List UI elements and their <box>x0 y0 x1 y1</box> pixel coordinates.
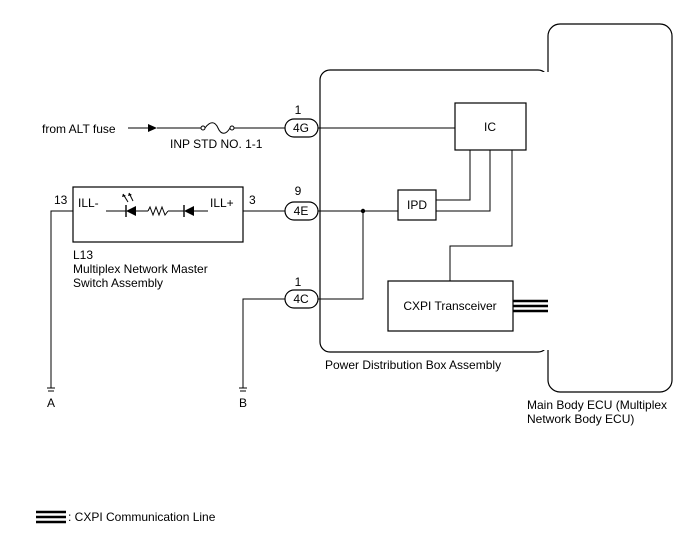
connector-4c-pin: 1 <box>295 275 302 289</box>
fuse-symbol-icon <box>200 122 235 134</box>
switch-pin-left-label: ILL- <box>78 196 99 210</box>
fuse-label: INP STD NO. 1-1 <box>170 137 263 151</box>
connector-4e-pin: 9 <box>295 184 302 198</box>
ic-ipd-wire-2 <box>436 150 491 212</box>
ic-ipd-wire-1 <box>436 150 471 201</box>
switch-pin-right-label: ILL+ <box>210 196 234 210</box>
arrow-right-icon <box>148 124 157 132</box>
switch-pin-left: 13 <box>54 193 68 207</box>
cxpi-transceiver-box <box>387 280 514 332</box>
diode-icon <box>183 205 194 217</box>
connector-4e-label: 4E <box>294 204 309 218</box>
ecu-name-line1: Main Body ECU (Multiplex <box>527 398 667 412</box>
ground-a-wire <box>50 210 73 388</box>
legend-cxpi-line-label: : CXPI Communication Line <box>68 510 216 524</box>
junction-to-4c-wire <box>318 211 364 300</box>
ipd-box <box>397 189 437 221</box>
ecu-name-line2: Network Body ECU) <box>527 412 634 426</box>
ground-a-symbol-icon <box>47 387 55 392</box>
ipd-label: IPD <box>407 198 427 212</box>
switch-pin-right: 3 <box>249 193 256 207</box>
pdb-edge-cover <box>543 72 549 350</box>
resistor-icon <box>147 205 169 217</box>
ic-box <box>454 102 527 151</box>
ic-cxpi-wire <box>449 150 513 281</box>
ground-a-label: A <box>47 396 55 410</box>
connector-4c-label: 4C <box>293 292 309 306</box>
ground-b-symbol-icon <box>239 387 247 392</box>
pdb-name: Power Distribution Box Assembly <box>325 358 501 372</box>
legend-cxpi-line-icon <box>36 510 66 524</box>
switch-assembly-box <box>72 186 244 243</box>
cxpi-transceiver-label: CXPI Transceiver <box>403 299 496 313</box>
ground-b-wire <box>242 298 285 388</box>
led-icon <box>122 192 136 217</box>
ground-b-label: B <box>239 396 247 410</box>
connector-4g-pin: 1 <box>295 103 302 117</box>
switch-name-line2: Switch Assembly <box>73 276 163 290</box>
from-alt-fuse-label: from ALT fuse <box>42 122 116 136</box>
cxpi-communication-bus <box>513 299 548 313</box>
switch-name-line1: Multiplex Network Master <box>73 262 208 276</box>
switch-code: L13 <box>73 248 93 262</box>
main-body-ecu-box <box>547 23 673 393</box>
connector-4g-label: 4G <box>293 121 309 135</box>
ic-label: IC <box>484 120 496 134</box>
